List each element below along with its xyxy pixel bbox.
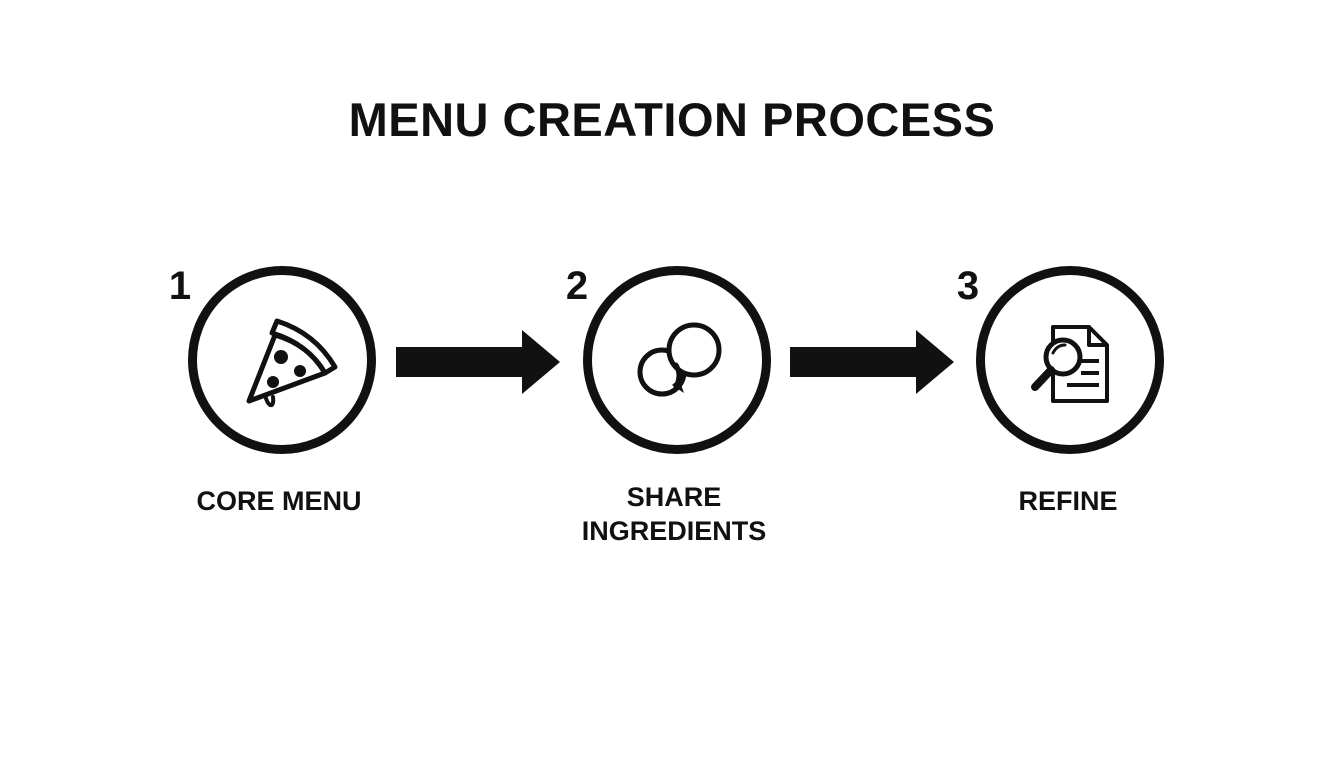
linked-rings-icon xyxy=(637,322,722,397)
step-1-circle xyxy=(188,266,376,454)
step-3-circle xyxy=(976,266,1164,454)
step-1-label: CORE MENU xyxy=(196,486,362,516)
pizza-slice-icon xyxy=(246,318,338,408)
arrow-right-icon xyxy=(396,330,560,394)
step-3-label: REFINE xyxy=(1018,486,1118,516)
step-2-circle xyxy=(583,266,771,454)
diagram-title: MENU CREATION PROCESS xyxy=(348,93,996,146)
step-1-number: 1 xyxy=(168,264,192,308)
document-magnifier-icon xyxy=(1031,325,1109,403)
step-3-number: 3 xyxy=(956,264,980,308)
arrow-right-icon xyxy=(790,330,954,394)
step-2-label: SHARE INGREDIENTS xyxy=(581,482,767,546)
step-2-number: 2 xyxy=(565,264,589,308)
